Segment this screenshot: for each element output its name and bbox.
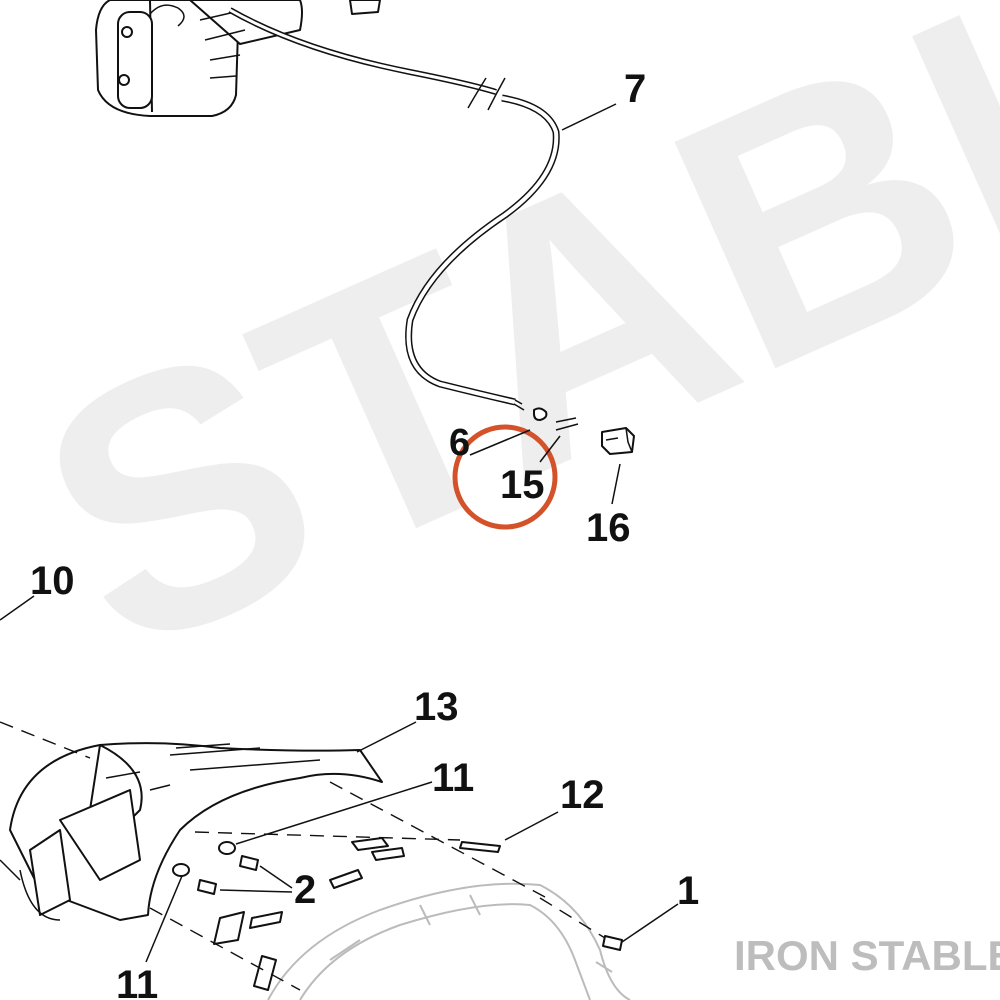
callout-2: 2 — [294, 868, 316, 912]
callout-7: 7 — [624, 67, 646, 111]
brand-logo: IRON STABLE — [734, 932, 1000, 979]
callout-1: 1 — [677, 869, 699, 913]
callout-labels: 7 6 15 16 10 13 11 12 2 1 11 — [30, 67, 699, 1000]
callout-15: 15 — [500, 463, 545, 507]
callout-10: 10 — [30, 559, 75, 603]
callout-6: 6 — [449, 422, 470, 464]
callout-11-top: 11 — [432, 756, 474, 800]
callout-13: 13 — [414, 685, 459, 729]
leader-lines — [0, 103, 679, 963]
wire-harness — [228, 7, 560, 411]
highlight-circle — [452, 424, 558, 530]
fender-assembly — [0, 742, 383, 921]
frame-outline — [267, 882, 631, 1000]
hardware — [172, 837, 623, 991]
callout-16: 16 — [586, 506, 631, 550]
terminal-parts — [533, 407, 579, 431]
callout-12: 12 — [560, 773, 605, 817]
light-housing — [95, 0, 381, 117]
alignment-lines — [0, 721, 606, 991]
callout-11-bottom: 11 — [116, 963, 158, 1000]
connector-16 — [601, 427, 635, 455]
